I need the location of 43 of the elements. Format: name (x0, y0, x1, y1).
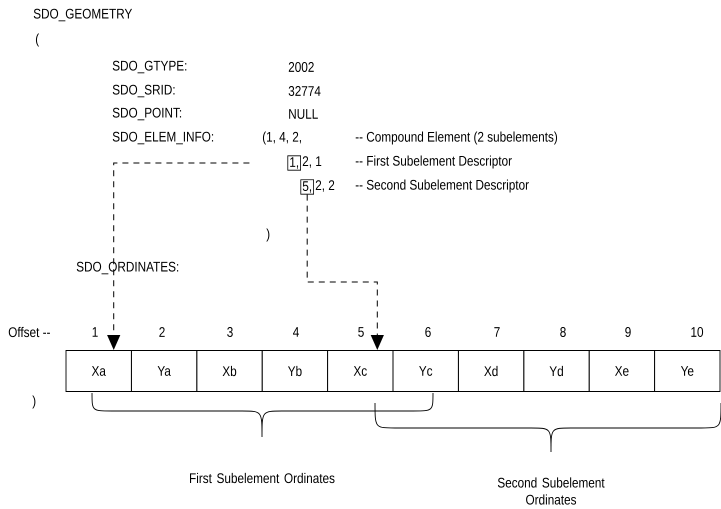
field-name: SDO_ORDINATES: (76, 262, 178, 274)
array-cell: Yc (392, 350, 459, 392)
offset-label: Offset -- (8, 326, 50, 338)
array-cell: Xc (327, 350, 394, 392)
array-cell: Yd (523, 350, 590, 392)
array-cell: Xd (458, 350, 524, 392)
offset-number: 5 (358, 327, 364, 337)
boxed-number: 5, (300, 179, 314, 195)
bracket-text: ) (266, 228, 270, 242)
heading: SDO_GEOMETRY (34, 8, 132, 22)
array-cell: Ya (130, 350, 198, 392)
field-value: 2, 1 (302, 156, 322, 168)
offset-number: 7 (494, 327, 500, 337)
offset-number: 3 (227, 327, 233, 337)
brace-label: First Subelement Ordinates (190, 472, 335, 484)
array-cell: Ye (654, 350, 720, 392)
comment: -- Compound Element (2 subelements) (356, 131, 558, 145)
offset-number: 6 (425, 327, 431, 337)
bracket-text: ) (32, 395, 36, 409)
field-value: 2, 2 (316, 180, 334, 192)
offset-number: 8 (560, 327, 566, 337)
field-value: 32774 (288, 86, 321, 96)
array-cell: Xa (66, 350, 132, 392)
offset-number: 2 (159, 327, 165, 337)
comment: -- First Subelement Descriptor (356, 155, 512, 169)
field-value: NULL (289, 109, 318, 119)
array-cell: Xe (588, 350, 656, 392)
field-value: (1, 4, 2, (262, 131, 301, 145)
boxed-number: 1, (287, 155, 301, 171)
array-cell: Yb (262, 350, 328, 392)
field-name: SDO_GTYPE: (112, 60, 186, 74)
array-cell: Xb (196, 350, 263, 392)
field-name: SDO_ELEM_INFO: (112, 132, 214, 144)
field-name: SDO_SRID: (112, 84, 175, 98)
brace-label: Second Subelement Ordinates (498, 477, 605, 505)
offset-number: 9 (625, 327, 631, 337)
offset-number: 4 (293, 327, 299, 337)
field-name: SDO_POINT: (112, 108, 182, 120)
comment: -- Second Subelement Descriptor (356, 179, 529, 193)
field-value: 2002 (288, 62, 314, 72)
offset-number: 1 (92, 327, 98, 337)
bracket-text: ( (36, 33, 40, 47)
offset-number: 10 (691, 327, 704, 337)
